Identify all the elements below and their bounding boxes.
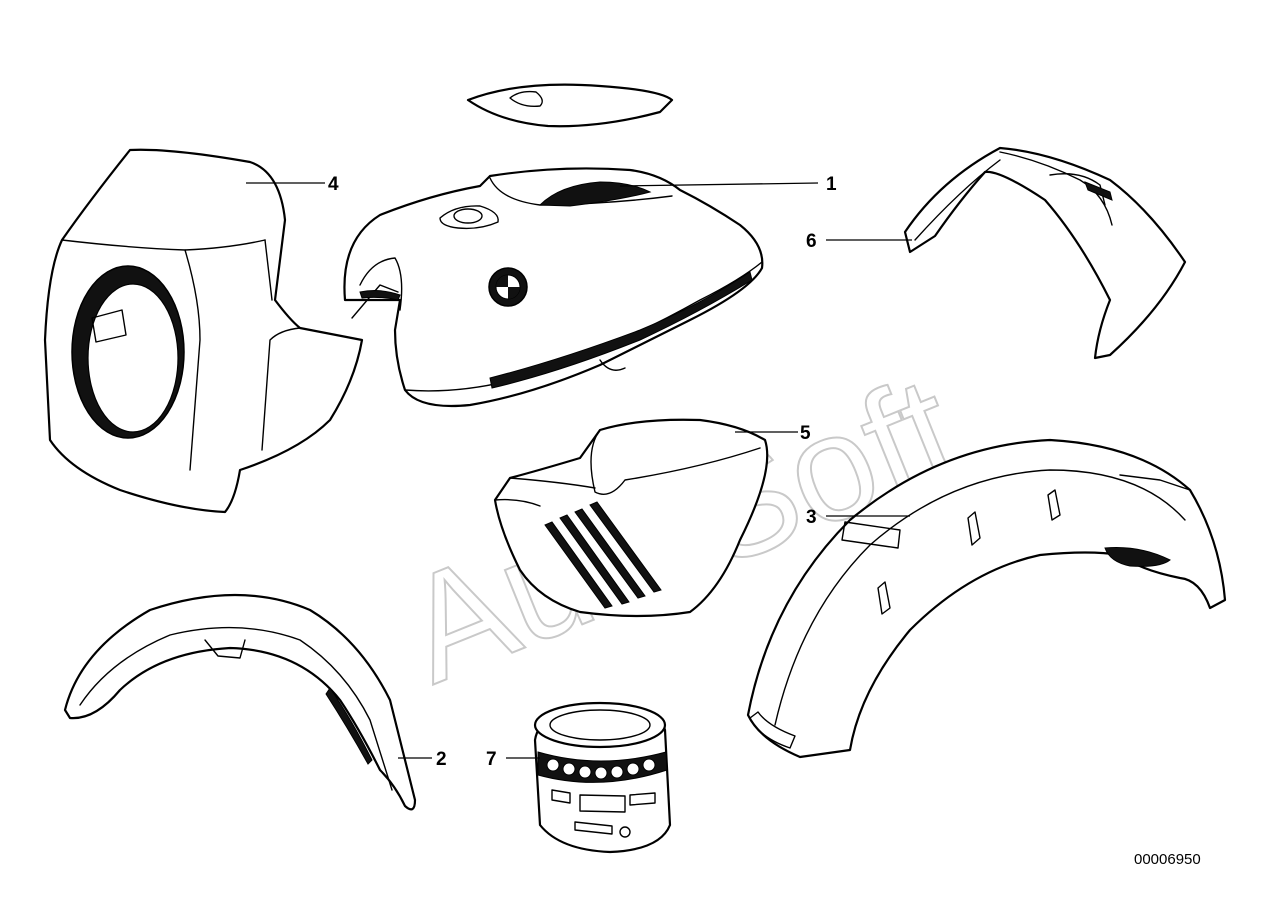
callout-3: 3 [806,507,817,528]
side-cover [493,418,769,618]
callout-4: 4 [328,174,339,195]
seat-tail-cover [903,146,1187,360]
document-number: 00006950 [1134,851,1201,868]
callout-7: 7 [486,749,497,770]
leader-1 [619,182,819,187]
front-fender [63,593,417,811]
callout-5: 5 [800,423,811,444]
paint-can [533,701,672,854]
callout-1: 1 [826,174,837,195]
tank-top-plate [466,83,674,128]
headlight-fairing [43,148,364,514]
callout-2: 2 [436,749,447,770]
fuel-tank [343,167,764,408]
rear-fender [746,438,1227,759]
side-cover-grille [544,501,662,609]
callout-6: 6 [806,231,817,252]
